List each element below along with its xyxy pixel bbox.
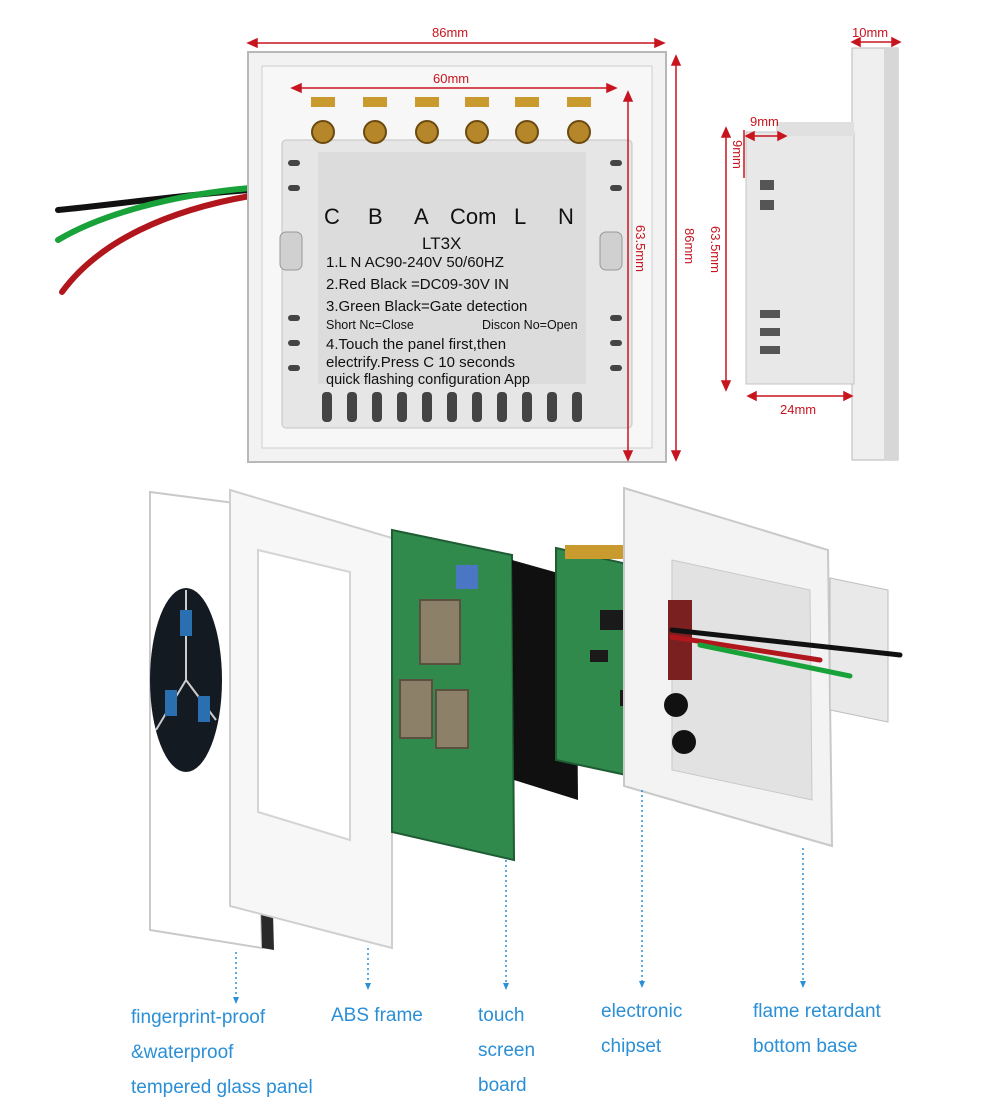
caption-touch-board: touch screen board xyxy=(478,998,535,1103)
side-dimension-lines xyxy=(720,36,902,402)
model-name: LT3X xyxy=(422,234,462,253)
left-mount-tab xyxy=(279,231,303,271)
spec-line-2: 2.Red Black =DC09-30V IN xyxy=(326,276,510,293)
caption-touch-line-2: screen xyxy=(478,1040,536,1061)
exploded-wires xyxy=(669,627,903,679)
caption-chipset: electronic chipset xyxy=(601,994,682,1064)
caption-bottom-base: flame retardant bottom base xyxy=(753,994,881,1064)
dim-60mm: 60mm xyxy=(433,71,470,86)
spec-line-4b: electrify.Press C 10 seconds xyxy=(326,354,515,371)
spec-line-3-open: Discon No=Open xyxy=(482,318,578,332)
spec-line-3: 3.Green Black=Gate detection xyxy=(326,298,528,315)
caption-abs-frame: ABS frame xyxy=(331,998,423,1033)
caption-touch-line-1: touch xyxy=(478,1005,525,1026)
dim-63-5mm-side: 63.5mm xyxy=(708,226,723,273)
caption-glass-panel: fingerprint-proof &waterproof tempered g… xyxy=(131,1000,313,1105)
dim-9mm-height: 9mm xyxy=(730,140,745,169)
caption-glass-line-2: &waterproof xyxy=(131,1042,234,1063)
dim-10mm: 10mm xyxy=(852,25,889,40)
callout-lines xyxy=(233,790,806,1004)
dim-86mm-width: 86mm xyxy=(432,25,469,40)
spec-line-1: 1.L N AC90-240V 50/60HZ xyxy=(326,254,504,271)
terminal-com: Com xyxy=(450,204,497,229)
caption-base-line-2: bottom base xyxy=(753,1036,858,1057)
spec-label: C B A Com L N LT3X 1.L N AC90-240V 50/60… xyxy=(318,152,586,388)
terminal-screws xyxy=(311,97,591,144)
terminal-l: L xyxy=(514,204,527,229)
caption-touch-line-3: board xyxy=(478,1075,527,1096)
vent-slots xyxy=(288,160,622,422)
bottom-base xyxy=(623,486,889,848)
terminal-n: N xyxy=(558,204,574,229)
dimension-lines xyxy=(246,37,682,462)
side-view xyxy=(745,47,899,461)
spec-line-4c: quick flashing configuration App xyxy=(326,372,530,388)
caption-frame-line-1: ABS frame xyxy=(331,1005,423,1026)
right-mount-tab xyxy=(599,231,623,271)
caption-chip-line-2: chipset xyxy=(601,1036,662,1057)
caption-glass-line-3: tempered glass panel xyxy=(131,1077,313,1098)
dim-63-5mm: 63.5mm xyxy=(633,225,648,272)
terminal-b: B xyxy=(368,204,383,229)
caption-chip-line-1: electronic xyxy=(601,1001,683,1022)
caption-glass-line-1: fingerprint-proof xyxy=(131,1007,266,1028)
dim-24mm: 24mm xyxy=(780,402,817,417)
back-wires xyxy=(55,185,253,295)
abs-frame xyxy=(229,488,393,950)
dim-86mm-height: 86mm xyxy=(682,228,697,265)
terminal-c: C xyxy=(324,204,340,229)
caption-base-line-1: flame retardant xyxy=(753,1001,881,1022)
spec-line-3-close: Short Nc=Close xyxy=(326,318,414,332)
dim-9mm-depth: 9mm xyxy=(750,114,779,129)
touch-pcb xyxy=(391,528,516,862)
spec-line-4a: 4.Touch the panel first,then xyxy=(326,336,507,353)
terminal-a: A xyxy=(414,204,429,229)
